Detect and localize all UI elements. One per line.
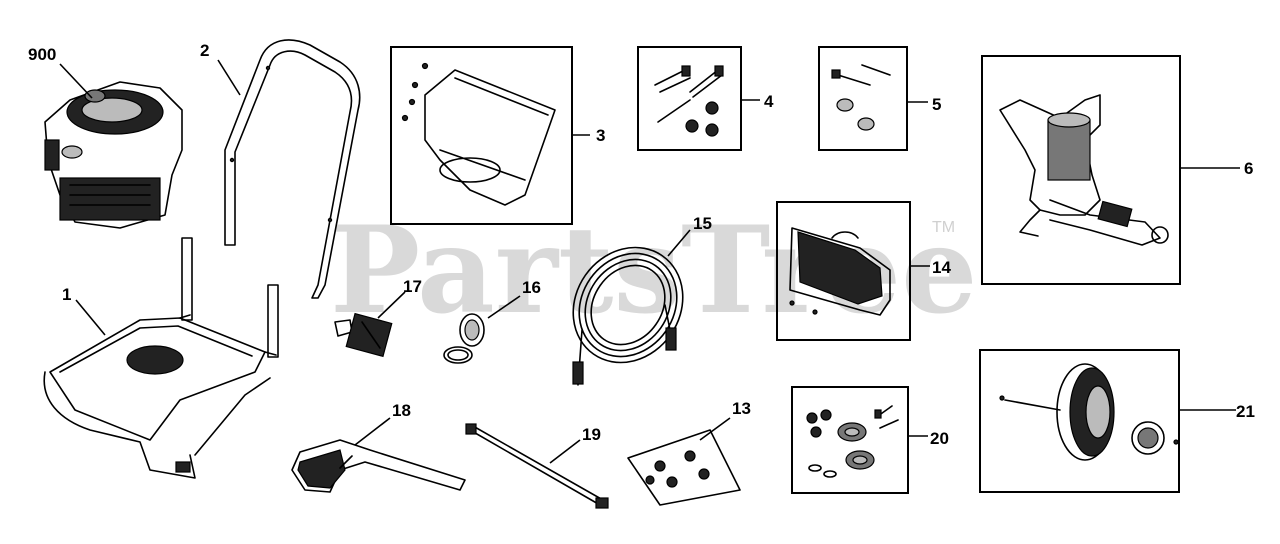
part-3-bracket[interactable] (401, 62, 556, 206)
label-3: 3 (596, 126, 605, 145)
watermark-tm: TM (932, 219, 955, 236)
label-4: 4 (764, 92, 774, 111)
label-21: 21 (1236, 402, 1255, 421)
part-15-hose[interactable] (551, 226, 705, 386)
label-18: 18 (392, 401, 411, 420)
part-6-pump[interactable] (999, 94, 1169, 246)
part-19-wand[interactable] (465, 423, 609, 509)
part-17-nozzle[interactable] (334, 312, 393, 358)
box-part-6 (981, 55, 1181, 285)
part-4-bolts[interactable] (654, 65, 724, 137)
part-5-hardware[interactable] (831, 64, 891, 131)
label-900: 900 (28, 45, 56, 64)
box-part-3 (390, 46, 573, 225)
label-20: 20 (930, 429, 949, 448)
part-900-engine[interactable] (44, 81, 183, 229)
label-19: 19 (582, 425, 601, 444)
box-part-4 (637, 46, 742, 151)
part-20-hardware[interactable] (806, 405, 899, 478)
part-14-pouch[interactable] (789, 227, 891, 316)
part-13-bag[interactable] (627, 429, 741, 506)
part-16-cap[interactable] (443, 313, 485, 364)
part-1-frame[interactable] (43, 237, 279, 479)
label-17: 17 (403, 277, 422, 296)
label-16: 16 (522, 278, 541, 297)
box-part-14 (776, 201, 911, 341)
box-part-21 (979, 349, 1180, 493)
label-6: 6 (1244, 159, 1253, 178)
label-15: 15 (693, 214, 712, 233)
part-18-gun[interactable] (291, 439, 466, 493)
label-2: 2 (200, 41, 209, 60)
label-13: 13 (732, 399, 751, 418)
box-part-5 (818, 46, 908, 151)
label-5: 5 (932, 95, 941, 114)
label-14: 14 (932, 258, 951, 277)
label-1: 1 (62, 285, 71, 304)
part-21-wheel[interactable] (999, 363, 1179, 461)
part-2-handle[interactable] (224, 39, 361, 299)
box-part-20 (791, 386, 909, 494)
